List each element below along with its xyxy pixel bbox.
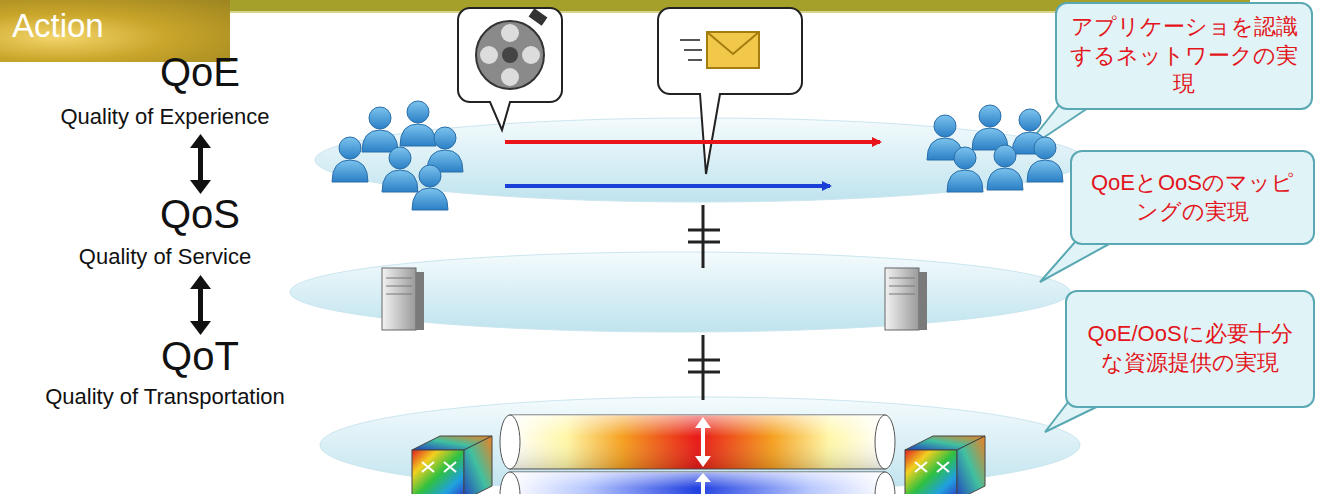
person-icon bbox=[412, 165, 448, 210]
person-icon bbox=[987, 145, 1023, 190]
person-icon bbox=[947, 147, 983, 192]
gap-mark bbox=[688, 205, 720, 400]
person-icon bbox=[362, 107, 398, 152]
callout-box: アプリケーショを認識するネットワークの実現 bbox=[1055, 2, 1313, 110]
video-flow bbox=[505, 140, 880, 144]
layer-name: QoS bbox=[160, 192, 240, 236]
blue-pipe bbox=[500, 472, 895, 494]
red-pipe bbox=[500, 415, 895, 469]
callout-box: QoEとOoSのマッピングの実現 bbox=[1070, 150, 1315, 245]
layer-name: QoE bbox=[160, 50, 240, 94]
person-icon bbox=[382, 147, 418, 192]
switch-cube bbox=[412, 436, 492, 494]
people-group bbox=[332, 101, 1063, 210]
layer-full-name: Quality of Transportation bbox=[45, 384, 285, 410]
section-title: Action bbox=[12, 6, 230, 46]
callout-text: アプリケーショを認識するネットワークの実現 bbox=[1069, 13, 1299, 99]
callout-box: QoE/OoSに必要十分な資源提供の実現 bbox=[1065, 290, 1315, 408]
mail-flow bbox=[505, 184, 830, 188]
person-icon bbox=[332, 137, 368, 182]
callout-text: QoE/OoSに必要十分な資源提供の実現 bbox=[1079, 320, 1301, 377]
video-bubble bbox=[458, 8, 562, 130]
server-icon bbox=[382, 268, 424, 330]
person-icon bbox=[1027, 137, 1063, 182]
person-icon bbox=[972, 105, 1008, 150]
layer-full-name: Quality of Service bbox=[79, 244, 251, 270]
layer-name: QoT bbox=[161, 334, 239, 378]
service-disc bbox=[290, 252, 1070, 332]
server-icon bbox=[885, 268, 927, 330]
layer-full-name: Quality of Experience bbox=[60, 104, 269, 130]
switch-cube bbox=[905, 436, 985, 494]
mail-bubble bbox=[658, 8, 802, 174]
callout-text: QoEとOoSのマッピングの実現 bbox=[1084, 169, 1301, 226]
person-icon bbox=[400, 101, 436, 146]
